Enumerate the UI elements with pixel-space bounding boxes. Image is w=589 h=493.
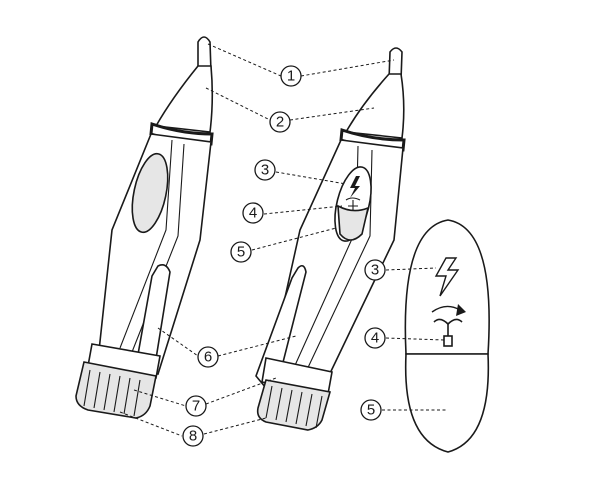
svg-text:4: 4 bbox=[371, 330, 379, 347]
sensitivity-adjust-icon bbox=[433, 318, 463, 347]
lightning-bolt-icon bbox=[434, 257, 460, 297]
right-tester-tip bbox=[388, 47, 403, 81]
right-tester-cap-knurl bbox=[265, 385, 323, 429]
leader-8-left bbox=[119, 411, 183, 437]
svg-text:5: 5 bbox=[367, 402, 375, 419]
leader-5a bbox=[251, 227, 337, 251]
leader-7-right bbox=[205, 377, 277, 405]
enlarged-window-lower bbox=[404, 353, 490, 453]
svg-text:3: 3 bbox=[371, 262, 379, 279]
left-tester bbox=[75, 36, 214, 419]
right-tester-cap bbox=[256, 379, 332, 431]
svg-text:3: 3 bbox=[261, 162, 269, 179]
left-tester-tip bbox=[197, 36, 212, 73]
left-tester-cone bbox=[154, 65, 214, 133]
svg-text:1: 1 bbox=[287, 68, 295, 85]
svg-text:6: 6 bbox=[204, 349, 212, 366]
callout-7a: 7 bbox=[185, 395, 207, 417]
leader-lines bbox=[119, 43, 446, 437]
leader-4a bbox=[263, 205, 343, 215]
right-tester-window-lower bbox=[337, 204, 370, 241]
lightning-bolt-icon bbox=[350, 176, 360, 198]
leader-7-left bbox=[133, 389, 187, 407]
leader-2-left bbox=[205, 87, 271, 121]
leader-4b bbox=[385, 337, 445, 341]
callout-1a: 1 bbox=[280, 65, 302, 87]
callout-3b: 3 bbox=[364, 259, 386, 281]
leader-1-right bbox=[300, 59, 395, 77]
svg-text:8: 8 bbox=[189, 428, 197, 445]
left-tester-cap-knurl bbox=[83, 369, 141, 417]
leader-6-right bbox=[217, 335, 297, 357]
svg-text:4: 4 bbox=[249, 205, 257, 222]
arrow-head-icon bbox=[456, 304, 466, 316]
leader-8-right bbox=[203, 417, 267, 435]
right-tester-cone bbox=[344, 73, 405, 139]
callout-4b: 4 bbox=[364, 327, 386, 349]
enlarged-window-detail bbox=[404, 219, 490, 453]
svg-text:5: 5 bbox=[237, 244, 245, 261]
callout-3a: 3 bbox=[254, 159, 276, 181]
sensitivity-adjust-icon bbox=[345, 197, 361, 210]
callout-5a: 5 bbox=[230, 241, 252, 263]
callout-6a: 6 bbox=[197, 346, 219, 368]
callout-8a: 8 bbox=[182, 425, 204, 447]
leader-3b bbox=[385, 267, 437, 271]
enlarged-window-upper bbox=[404, 219, 490, 355]
leader-1-left bbox=[207, 43, 282, 77]
svg-text:7: 7 bbox=[192, 398, 200, 415]
right-tester bbox=[255, 47, 406, 431]
callout-5b: 5 bbox=[360, 399, 382, 421]
leader-3a bbox=[275, 171, 347, 185]
leader-6-left bbox=[157, 327, 199, 357]
left-tester-body bbox=[97, 133, 212, 375]
svg-text:2: 2 bbox=[276, 114, 284, 131]
left-tester-window bbox=[131, 152, 169, 234]
callout-2a: 2 bbox=[269, 111, 291, 133]
callout-4a: 4 bbox=[242, 202, 264, 224]
